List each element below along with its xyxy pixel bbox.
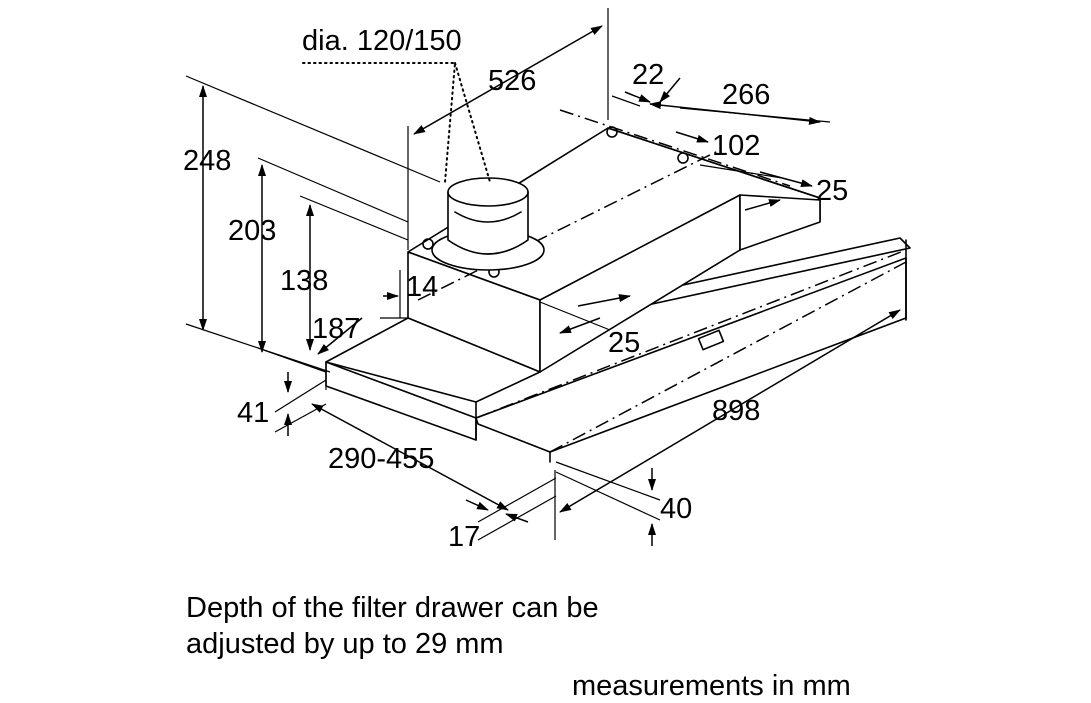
- mounting-hole-rear-left: [606, 126, 618, 138]
- dim-526: 526: [488, 65, 536, 97]
- dim-102: 102: [712, 130, 760, 162]
- dim-138: 138: [280, 265, 328, 297]
- dim-41: 41: [237, 397, 269, 429]
- housing-back-edge: [607, 127, 821, 199]
- dim-line-266: [649, 101, 821, 125]
- dim-22: 22: [632, 59, 664, 91]
- diameter-leader-left: [302, 62, 457, 183]
- dim-248: 248: [183, 145, 231, 177]
- dim-line-526: [413, 25, 603, 135]
- collar-outer: [447, 191, 529, 255]
- dim-25-rear: 25: [816, 175, 848, 207]
- duct-diameter-label: dia. 120/150: [302, 25, 462, 57]
- dim-17: 17: [448, 521, 480, 553]
- filter-drawer-top: [325, 317, 541, 403]
- dim-25-front: 25: [608, 327, 640, 359]
- dim-line-25-rear-a: [759, 171, 813, 188]
- hood-front-dashed-edge: [475, 249, 907, 419]
- dim-898: 898: [712, 395, 760, 427]
- dim-line-25-front-a: [577, 294, 631, 307]
- duct-collar: [431, 177, 545, 271]
- units-note: measurements in mm: [572, 670, 851, 702]
- mounting-hole-front-left: [422, 238, 434, 250]
- housing-rear-step: [739, 194, 821, 251]
- collar-top-opening: [447, 177, 529, 207]
- dim-line-22a: [624, 91, 651, 103]
- diameter-leader-right: [454, 62, 491, 183]
- dim-203: 203: [228, 215, 276, 247]
- dimension-lines: 526 22 266 102 25 248 203 138: [183, 8, 907, 553]
- dim-line-17a: [465, 499, 489, 511]
- dim-266: 266: [722, 79, 770, 111]
- mounting-hole-rear-right: [677, 152, 689, 164]
- dim-line-290-455: [311, 403, 509, 511]
- dim-line-898: [559, 309, 901, 513]
- centre-axis: [417, 149, 721, 301]
- dim-line-187: [317, 317, 363, 355]
- dim-187: 187: [312, 313, 360, 345]
- dim-line-22b: [659, 77, 681, 103]
- duct-diameter-callout: dia. 120/150: [302, 25, 491, 183]
- filter-drawer-note: Depth of the filter drawer can be adjust…: [186, 592, 599, 660]
- dim-line-102: [675, 131, 709, 143]
- dim-14: 14: [406, 271, 438, 303]
- dim-290-455: 290-455: [328, 443, 434, 475]
- collar-step: [454, 211, 522, 223]
- dim-line-17b: [505, 513, 529, 523]
- dim-40: 40: [660, 493, 692, 525]
- dim-line-25-rear-b: [744, 199, 781, 211]
